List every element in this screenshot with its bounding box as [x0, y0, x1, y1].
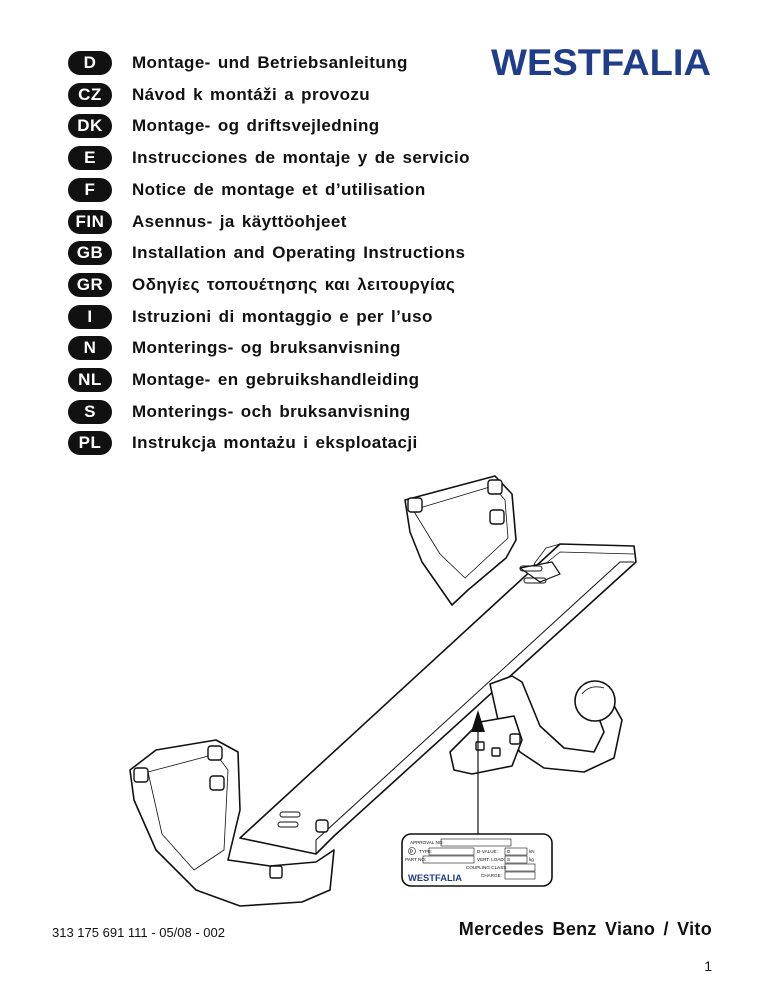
bolt — [209, 775, 225, 791]
lang-row-d: D Montage- und Betriebsanleitung — [68, 50, 407, 76]
lang-row-f: F Notice de montage et d’utilisation — [68, 177, 425, 203]
lang-row-fin: FIN Asennus- ja käyttöohjeet — [68, 209, 346, 235]
lang-row-i: I Istruzioni di montaggio e per l’uso — [68, 304, 432, 330]
lang-badge: FIN — [68, 209, 112, 234]
plate-type-label: TYPE: — [419, 849, 432, 854]
bolt — [487, 479, 503, 495]
bolt — [489, 509, 505, 525]
lang-badge: PL — [68, 431, 112, 456]
plate-coupling-label: COUPLING CLASS: — [466, 865, 508, 870]
lang-title: Návod k montáži a provozu — [132, 84, 371, 104]
lang-badge: F — [68, 177, 112, 202]
lang-title: Montage- og driftsvejledning — [132, 116, 380, 136]
lang-row-nl: NL Montage- en gebruikshandleiding — [68, 367, 419, 393]
plate-dvalue-label: D-VALUE: — [477, 849, 498, 854]
bolt — [269, 865, 283, 879]
plate-brand: WESTFALIA — [408, 873, 463, 883]
lang-row-e: E Instrucciones de montaje y de servicio — [68, 145, 470, 171]
lang-badge: S — [68, 399, 112, 424]
bolt — [407, 497, 423, 513]
bolt — [207, 745, 223, 761]
lang-row-gb: GB Installation and Operating Instructio… — [68, 240, 465, 266]
bolt — [509, 733, 521, 745]
lang-title: Instrukcja montażu i eksploatacji — [132, 433, 418, 453]
lang-title: Montage- und Betriebsanleitung — [132, 53, 408, 72]
lang-badge: NL — [68, 368, 112, 392]
plate-d-symbol: D — [507, 849, 511, 854]
plate-charge-label: CHARGE: — [481, 873, 502, 878]
plate-dvalue-unit: kN — [529, 849, 535, 854]
plate-part-label: PART NO: — [405, 857, 426, 862]
plate-s-symbol: S — [507, 857, 510, 862]
plate-approval-label: APPROVAL NO: — [410, 840, 444, 845]
lang-title: Installation and Operating Instructions — [132, 243, 466, 263]
bolt — [315, 819, 329, 833]
lang-row-n: N Monterings- og bruksanvisning — [68, 335, 400, 361]
bolt — [491, 747, 501, 757]
right-bracket — [404, 475, 517, 606]
lang-row-s: S Monterings- och bruksanvisning — [68, 399, 410, 425]
westfalia-logo: WESTFALIA — [491, 44, 711, 80]
lang-badge: DK — [68, 114, 112, 139]
lang-badge: GR — [68, 272, 112, 297]
lang-row-cz: CZ Návod k montáži a provozu — [68, 82, 370, 108]
plate-vertload-label: VERT. LOAD: — [477, 857, 505, 862]
socket-plate — [449, 715, 523, 775]
lang-title: Monterings- og bruksanvisning — [132, 338, 401, 358]
lang-row-gr: GR Οδηγίες τοπουέτησης και λειτουργίας — [68, 272, 455, 298]
towbar-drawing: APPROVAL NO: D TYPE: D-VALUE: D kN PART … — [129, 475, 637, 907]
lang-title: Montage- en gebruikshandleiding — [132, 370, 420, 389]
lang-badge: N — [68, 336, 112, 361]
type-plate: APPROVAL NO: D TYPE: D-VALUE: D kN PART … — [401, 833, 553, 887]
lang-badge: CZ — [68, 82, 112, 107]
lang-title: Istruzioni di montaggio e per l’uso — [132, 306, 433, 326]
page-number: 1 — [704, 958, 712, 974]
plate-e-mark: D — [410, 849, 413, 854]
lang-row-pl: PL Instrukcja montażu i eksploatacji — [68, 430, 417, 456]
lang-title: Οδηγίες τοπουέτησης και λειτουργίας — [132, 274, 456, 294]
lang-badge: E — [68, 146, 112, 171]
plate-vertload-unit: kg — [529, 857, 534, 862]
lang-badge: I — [68, 304, 112, 329]
vehicle-model: Mercedes Benz Viano / Vito — [458, 919, 712, 939]
bolt — [475, 741, 485, 751]
lang-title: Monterings- och bruksanvisning — [132, 401, 411, 421]
lang-title: Asennus- ja käyttöohjeet — [132, 211, 347, 231]
lang-badge: D — [68, 51, 112, 75]
lang-row-dk: DK Montage- og driftsvejledning — [68, 113, 379, 139]
document-number: 313 175 691 111 - 05/08 - 002 — [52, 925, 225, 940]
lang-title: Notice de montage et d’utilisation — [132, 179, 426, 199]
logo-text: WESTFALIA — [491, 44, 711, 80]
lang-badge: GB — [68, 241, 112, 266]
bolt — [133, 767, 149, 783]
lang-title: Instrucciones de montaje y de servicio — [132, 148, 470, 168]
left-bracket — [129, 739, 335, 907]
